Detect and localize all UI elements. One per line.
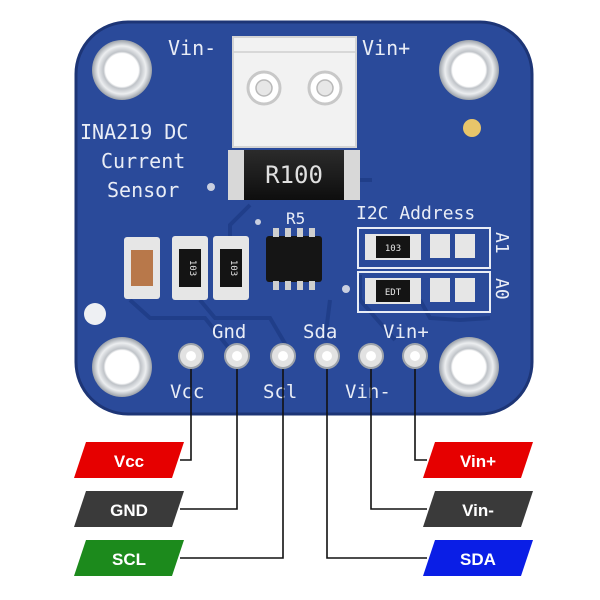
mount-hole-tr xyxy=(439,40,499,100)
wire-gnd xyxy=(180,356,238,510)
wire-tag-vcc: Vcc xyxy=(74,442,184,478)
pin-label-scl: Scl xyxy=(263,381,297,403)
svg-text:103: 103 xyxy=(385,244,401,254)
tag-scl-shape xyxy=(74,540,184,576)
tag-gnd-shape xyxy=(74,491,184,527)
address-box-a1: 103 xyxy=(357,227,491,269)
shunt-value: R100 xyxy=(265,161,323,189)
tag-vcc-text: Vcc xyxy=(114,452,144,471)
via-dot xyxy=(463,119,481,137)
pcb-traces xyxy=(128,178,491,354)
tag-scl-text: SCL xyxy=(112,550,146,569)
mount-hole-br xyxy=(439,337,499,397)
board-title-line1: INA219 DC xyxy=(80,120,188,144)
via-dot xyxy=(342,285,350,293)
tag-gnd-text: GND xyxy=(110,501,148,520)
board-title-line2: Current xyxy=(101,149,185,173)
wire-vcc xyxy=(180,356,192,461)
screw-terminal xyxy=(232,36,357,148)
pcb-board-edge xyxy=(74,20,534,416)
wires xyxy=(180,356,427,559)
wire-tag-vin-minus: Vin- xyxy=(423,491,533,527)
via-dot xyxy=(207,183,215,191)
board-title-line3: Sensor xyxy=(107,178,179,202)
tag-vin-plus-shape xyxy=(423,442,533,478)
pin-label-sda: Sda xyxy=(303,321,337,343)
tag-vin-minus-text: Vin- xyxy=(462,501,494,520)
terminal-label-vin-minus: Vin- xyxy=(168,36,216,60)
capacitor xyxy=(124,237,160,299)
address-box-a0: EDT xyxy=(357,271,491,313)
pin-label-vin-plus: Vin+ xyxy=(383,321,429,343)
side-pad xyxy=(84,303,106,325)
i2c-address-label: I2C Address xyxy=(356,203,475,224)
address-a0-label: A0 xyxy=(491,278,512,300)
tag-vin-minus-shape xyxy=(423,491,533,527)
mount-hole-bl xyxy=(92,337,152,397)
svg-text:103: 103 xyxy=(228,260,238,276)
wire-tag-scl: SCL xyxy=(74,540,184,576)
header-pins xyxy=(178,343,428,369)
shunt-resistor: R100 xyxy=(228,150,360,200)
svg-text:103: 103 xyxy=(187,260,197,276)
address-a1-label: A1 xyxy=(491,232,512,254)
resistor-103-a: 103 xyxy=(172,236,208,300)
via-dot xyxy=(255,219,261,225)
pin-label-gnd: Gnd xyxy=(212,321,246,343)
svg-text:EDT: EDT xyxy=(385,288,402,298)
shunt-ref: R5 xyxy=(286,209,305,228)
pin-label-vcc: Vcc xyxy=(170,381,204,403)
mount-hole-tl xyxy=(92,40,152,100)
wire-vin-minus xyxy=(370,356,427,510)
wire-vin-plus xyxy=(414,356,427,461)
wire-tag-vin-plus: Vin+ xyxy=(423,442,533,478)
pin-label-vin-minus: Vin- xyxy=(345,381,391,403)
ina219-chip xyxy=(266,228,322,290)
terminal-label-vin-plus: Vin+ xyxy=(362,36,410,60)
tag-vcc-shape xyxy=(74,442,184,478)
wire-tag-sda: SDA xyxy=(423,540,533,576)
tag-vin-plus-text: Vin+ xyxy=(460,452,496,471)
wire-scl xyxy=(180,356,284,559)
resistor-103-b: 103 xyxy=(213,236,249,300)
wire-tag-gnd: GND xyxy=(74,491,184,527)
tag-sda-text: SDA xyxy=(460,550,496,569)
wire-sda xyxy=(326,356,427,559)
tag-sda-shape xyxy=(423,540,533,576)
